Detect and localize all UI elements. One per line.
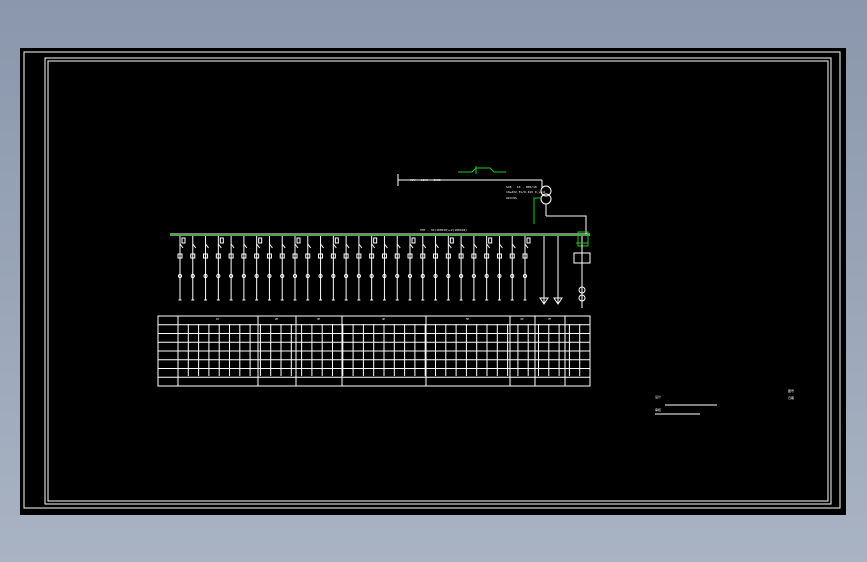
inner-frame bbox=[44, 57, 832, 505]
busbar-label: TMY - 3X(100X10)+2(100X10) bbox=[420, 228, 467, 232]
feeder-20 bbox=[420, 236, 427, 301]
feeder-25 bbox=[484, 236, 493, 301]
transformer-label-2: 10±2X2.5%/0.4kV D,yn11 bbox=[506, 190, 546, 194]
feeder-3 bbox=[203, 236, 209, 301]
feeder-26 bbox=[496, 236, 503, 301]
incoming-section: YJV - 10kV - 3X50 SCB - 10 - 800/10 10±2… bbox=[397, 166, 587, 234]
feeder-12 bbox=[318, 236, 324, 301]
feeder-23 bbox=[458, 236, 465, 301]
feeder-group bbox=[177, 236, 531, 301]
table-group-header: 2P bbox=[275, 317, 279, 321]
table-group-header: 3P bbox=[317, 317, 321, 321]
drawing-sheet: YJV - 10kV - 3X50 SCB - 10 - 800/10 10±2… bbox=[20, 48, 846, 515]
transformer-label-3: Uk%=6% bbox=[506, 196, 517, 200]
table-group-header: 5P bbox=[466, 317, 470, 321]
table-group-header: 7P bbox=[548, 317, 552, 321]
feeder-16 bbox=[369, 236, 378, 301]
transformer-label-1: SCB - 10 - 800/10 bbox=[506, 185, 537, 189]
feeder-24 bbox=[471, 236, 478, 301]
title-right-2: 日期 bbox=[788, 395, 794, 400]
feeder-17 bbox=[381, 236, 388, 301]
outer-frame bbox=[23, 51, 841, 509]
feeder-2 bbox=[190, 236, 197, 301]
feeder-22 bbox=[445, 236, 454, 301]
table-group-header: 1P bbox=[216, 317, 220, 321]
title-line-2: 审核 bbox=[655, 407, 661, 412]
feeder-27 bbox=[509, 236, 516, 301]
transformer-primary-icon bbox=[540, 185, 552, 197]
feeder-8 bbox=[266, 236, 273, 301]
feeder-21 bbox=[433, 236, 439, 301]
feeder-6 bbox=[241, 236, 248, 301]
busbar-section: TMY - 3X(100X10)+2(100X10) bbox=[170, 228, 590, 247]
schematic-drawing: YJV - 10kV - 3X50 SCB - 10 - 800/10 10±2… bbox=[23, 51, 841, 509]
feeder-10 bbox=[292, 236, 301, 301]
feeder-13 bbox=[330, 236, 339, 301]
title-right-1: 图号 bbox=[788, 388, 794, 393]
title-block: 设计 审核 图号 日期 bbox=[655, 388, 794, 415]
table-group-header: 4P bbox=[382, 317, 386, 321]
feeder-14 bbox=[343, 236, 350, 301]
table-group-header: 6P bbox=[521, 317, 525, 321]
feeder-11 bbox=[305, 236, 312, 301]
title-line-1: 设计 bbox=[655, 394, 661, 399]
feeder-15 bbox=[356, 236, 363, 301]
feeder-table: 1P 2P 3P 4P 5P 6P 7P bbox=[157, 315, 591, 387]
feeder-9 bbox=[279, 236, 286, 301]
feeder-1 bbox=[177, 236, 186, 301]
feeder-7 bbox=[254, 236, 263, 301]
feeder-18 bbox=[394, 236, 401, 301]
feeder-5 bbox=[228, 236, 235, 301]
feeder-28 bbox=[522, 236, 531, 301]
inner-frame-line bbox=[47, 60, 829, 502]
incoming-label: YJV - 10kV - 3X50 bbox=[410, 178, 441, 182]
right-feeders bbox=[539, 236, 591, 308]
feeder-4 bbox=[215, 236, 224, 301]
feeder-19 bbox=[407, 236, 416, 301]
